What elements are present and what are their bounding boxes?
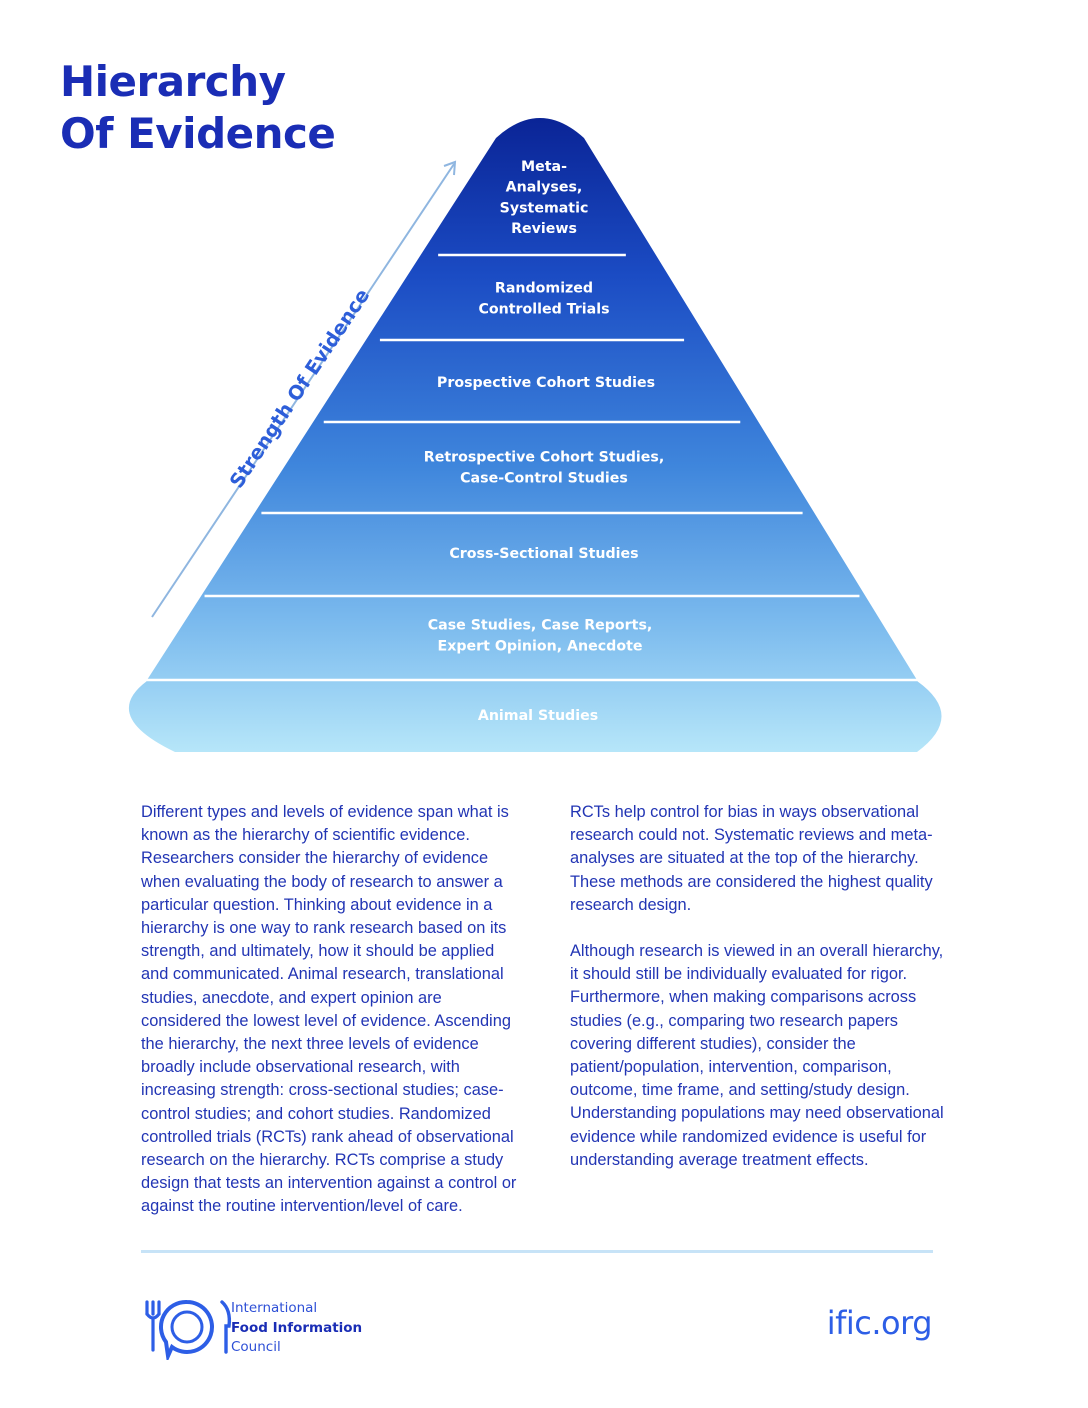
footer-divider bbox=[141, 1250, 933, 1253]
body-paragraph: RCTs help control for bias in ways obser… bbox=[570, 803, 933, 914]
fork-icon bbox=[145, 1300, 161, 1352]
tier-label: Expert Opinion, Anecdote bbox=[438, 638, 643, 654]
body-paragraph: Different types and levels of evidence s… bbox=[141, 803, 517, 1216]
website-link[interactable]: ific.org bbox=[826, 1304, 933, 1342]
tier-label: Cross-Sectional Studies bbox=[449, 546, 638, 562]
strength-arrow bbox=[151, 160, 457, 618]
page-title-line-2: Of Evidence bbox=[60, 109, 336, 158]
body-column-right: RCTs help control for bias in ways obser… bbox=[570, 801, 945, 1195]
evidence-pyramid: Meta- Analyses, SystematicReviewsRandomize… bbox=[128, 118, 942, 752]
tier-label: Meta- bbox=[521, 159, 567, 175]
body-paragraph: Although research is viewed in an overal… bbox=[570, 942, 944, 1169]
tier-label: Controlled Trials bbox=[478, 301, 609, 317]
tier-label: Case Studies, Case Reports, bbox=[428, 618, 653, 634]
plate-icon bbox=[158, 1299, 214, 1360]
page-title: Hierarchy Of Evidence bbox=[60, 56, 336, 160]
org-name-line-2: Food Information bbox=[231, 1319, 363, 1336]
knife-icon bbox=[220, 1300, 232, 1354]
tier-dividers bbox=[147, 253, 917, 682]
tier-label: Reviews bbox=[511, 221, 577, 237]
tier-label: Case-Control Studies bbox=[460, 470, 628, 486]
org-name-line-1: International bbox=[231, 1300, 318, 1316]
pyramid-shape bbox=[128, 118, 942, 752]
tier-labels: Meta- Analyses, SystematicReviewsRandomize… bbox=[424, 159, 664, 724]
tier-label: Systematic bbox=[500, 200, 589, 216]
org-name: International Food Information Council bbox=[231, 1299, 362, 1358]
page-title-line-1: Hierarchy bbox=[60, 57, 286, 106]
tier-label: Animal Studies bbox=[478, 708, 598, 724]
strength-arrow-line bbox=[151, 163, 455, 618]
body-column-left: Different types and levels of evidence s… bbox=[141, 801, 521, 1242]
tier-label: Analyses, bbox=[506, 180, 583, 196]
tier-label: Randomized bbox=[495, 281, 593, 297]
tier-label: Retrospective Cohort Studies, bbox=[424, 450, 664, 466]
org-name-line-3: Council bbox=[231, 1339, 281, 1355]
strength-arrow-head bbox=[443, 160, 457, 176]
ific-logo-icon bbox=[145, 1299, 232, 1360]
tier-label: Prospective Cohort Studies bbox=[437, 375, 655, 391]
